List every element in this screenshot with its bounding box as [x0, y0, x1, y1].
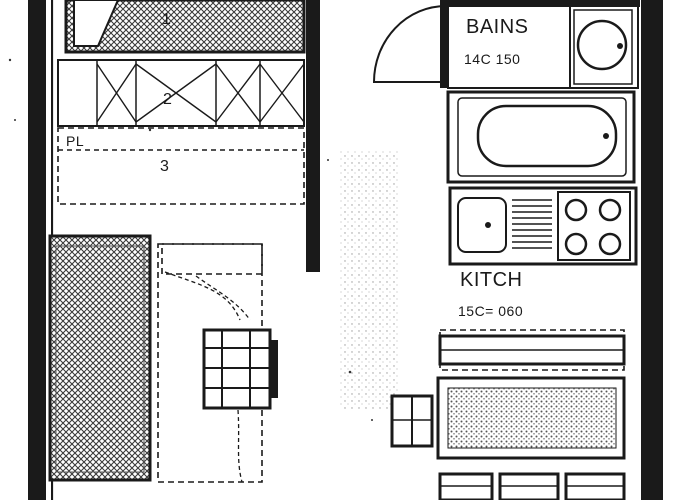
texture-noise [340, 150, 400, 410]
bathroom-door [372, 4, 448, 88]
bed-hatched-block [48, 234, 152, 482]
chair-unit [202, 328, 278, 410]
dining-table [436, 376, 626, 460]
kitchen-dimensions: 15C= 060 [458, 303, 523, 319]
storage-block-1 [64, 0, 306, 54]
room-number-1: 1 [162, 11, 171, 28]
outer-wall-left [28, 0, 46, 500]
bains-title: BAINS [466, 16, 529, 38]
room-number-2: 2 [163, 91, 172, 108]
scan-specks [8, 58, 373, 421]
cooktop-icon [557, 191, 631, 261]
pl-label: PL [66, 133, 84, 149]
small-chair-icon [390, 394, 434, 448]
washbasin-icon [573, 9, 633, 85]
zone-3 [57, 127, 305, 205]
bathtub-icon [446, 90, 636, 184]
kitchen-title: KITCH [460, 269, 523, 291]
bottom-stools [438, 472, 626, 500]
bains-dimensions: 14C 150 [464, 51, 520, 67]
room-number-3: 3 [160, 158, 169, 175]
kitchen-bench [438, 329, 626, 371]
outer-wall-right [641, 0, 663, 500]
bathroom [447, 5, 639, 89]
partition-wall [306, 0, 320, 272]
bathroom-wall-top [440, 0, 640, 7]
wardrobe-2 [57, 59, 305, 127]
